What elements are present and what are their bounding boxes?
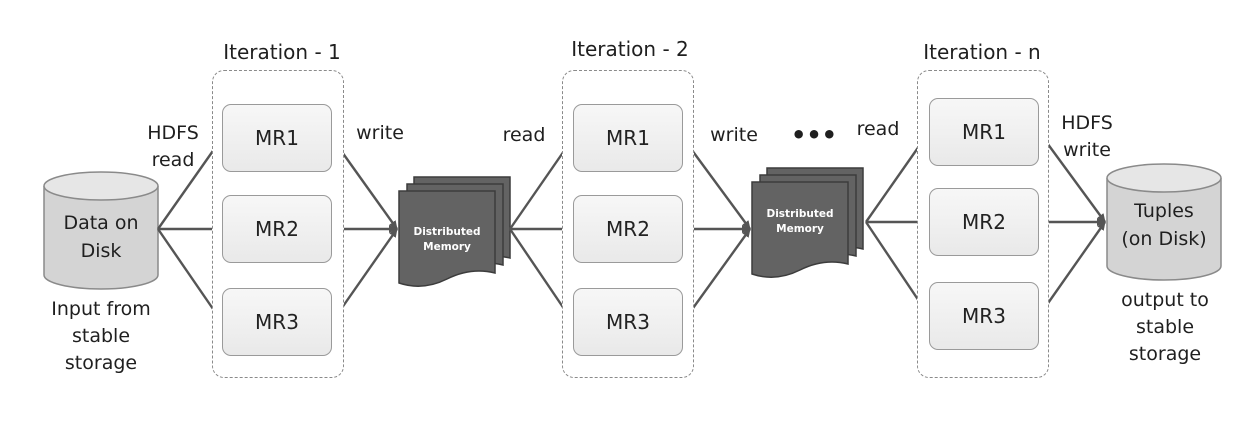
hdfs-read-label-line2: read [151,149,195,171]
distributed-memory-icon-2 [751,167,864,278]
read-label-2: read [502,124,546,146]
arrow-mr1-itern-to-sink [1038,131,1106,223]
memory-1-label-line1: Distributed [413,226,481,238]
arrow-source-to-mr3-iter1 [157,228,223,323]
source-disk-label-line1: Data on [63,212,139,234]
mr-job-box: MR3 [573,288,683,356]
hdfs-write-label-line2: write [1063,139,1111,161]
sink-disk-icon [1106,163,1222,281]
distributed-memory-icon-1 [398,176,511,287]
arrow-source-to-mr1-iter1 [157,137,223,230]
mr-job-box: MR1 [929,98,1039,166]
source-disk-icon [43,171,159,290]
source-caption-line2: stable [71,325,131,347]
hdfs-write-label-line1: HDFS [1061,112,1113,134]
source-disk-label-line2: Disk [80,240,122,262]
iteration-n-title: Iteration - n [923,40,1041,64]
memory-1-label-line2: Memory [423,241,471,253]
write-label-1: write [356,122,404,144]
read-label-n: read [856,118,900,140]
ellipsis-label: ••• [790,121,838,149]
arrow-mr3-itern-to-sink [1038,221,1106,317]
mr-job-box: MR1 [573,104,683,172]
arrow-mr1-iter2-to-memory2 [682,137,751,230]
write-label-2: write [710,124,758,146]
mr-job-box: MR3 [222,288,332,356]
memory-2-label-line1: Distributed [766,208,834,220]
sink-caption-line3: storage [1128,343,1202,365]
iteration-1-title: Iteration - 1 [223,40,341,64]
mr-job-box: MR3 [929,282,1039,350]
memory-2-label-line2: Memory [776,223,824,235]
sink-disk-label-line2: (on Disk) [1121,228,1207,250]
sink-caption-line2: stable [1135,316,1195,338]
source-caption-line3: storage [64,352,138,374]
hdfs-read-label-line1: HDFS [147,122,199,144]
sink-caption-line1: output to [1121,289,1209,311]
iteration-2-title: Iteration - 2 [571,37,689,61]
sink-disk-label-line1: Tuples [1134,200,1194,222]
mr-job-box: MR2 [929,188,1039,256]
source-caption-line1: Input from [51,298,151,320]
mr-job-box: MR2 [222,195,332,263]
arrow-mr3-iter2-to-memory2 [682,228,751,323]
mr-job-box: MR1 [222,104,332,172]
mr-job-box: MR2 [573,195,683,263]
